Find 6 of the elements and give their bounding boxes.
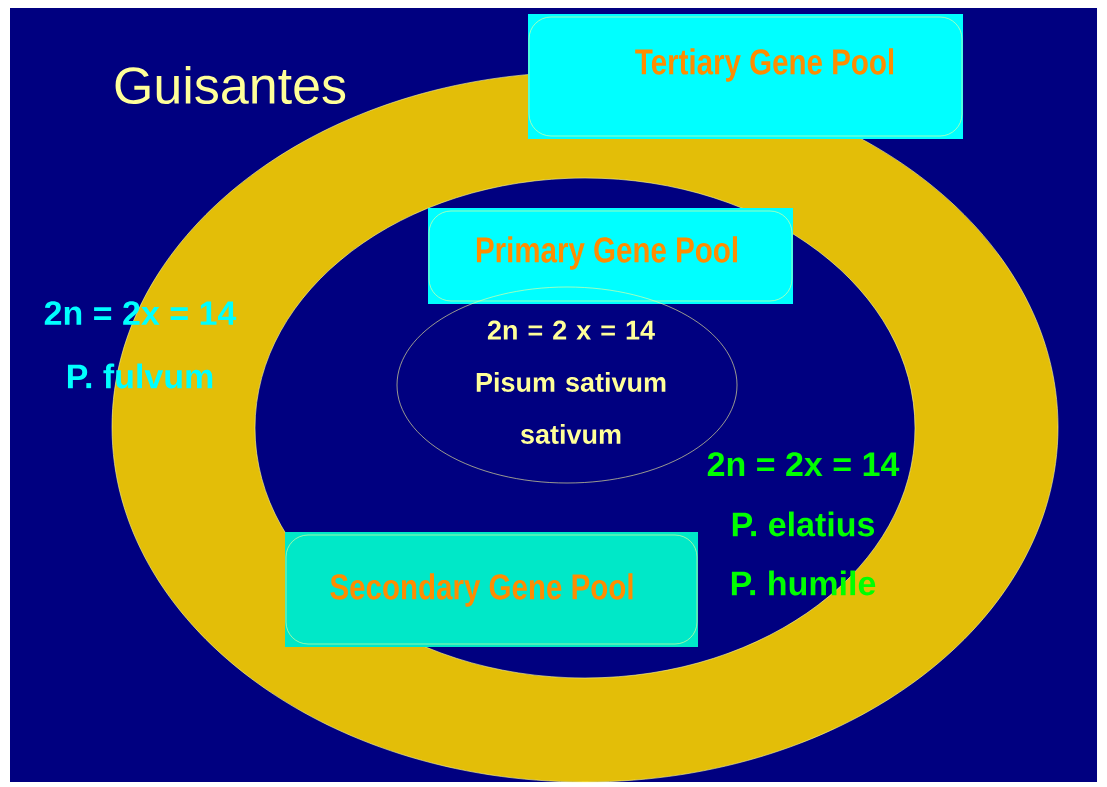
label-box: Tertiary Gene Pool bbox=[528, 14, 963, 139]
label-box: Primary Gene Pool bbox=[428, 208, 793, 304]
title: Guisantes bbox=[115, 65, 346, 105]
species-label: 2n = 2x = 14 bbox=[707, 452, 900, 476]
label-box: Secondary Gene Pool bbox=[285, 532, 698, 647]
species-label: P. elatius bbox=[732, 511, 875, 537]
